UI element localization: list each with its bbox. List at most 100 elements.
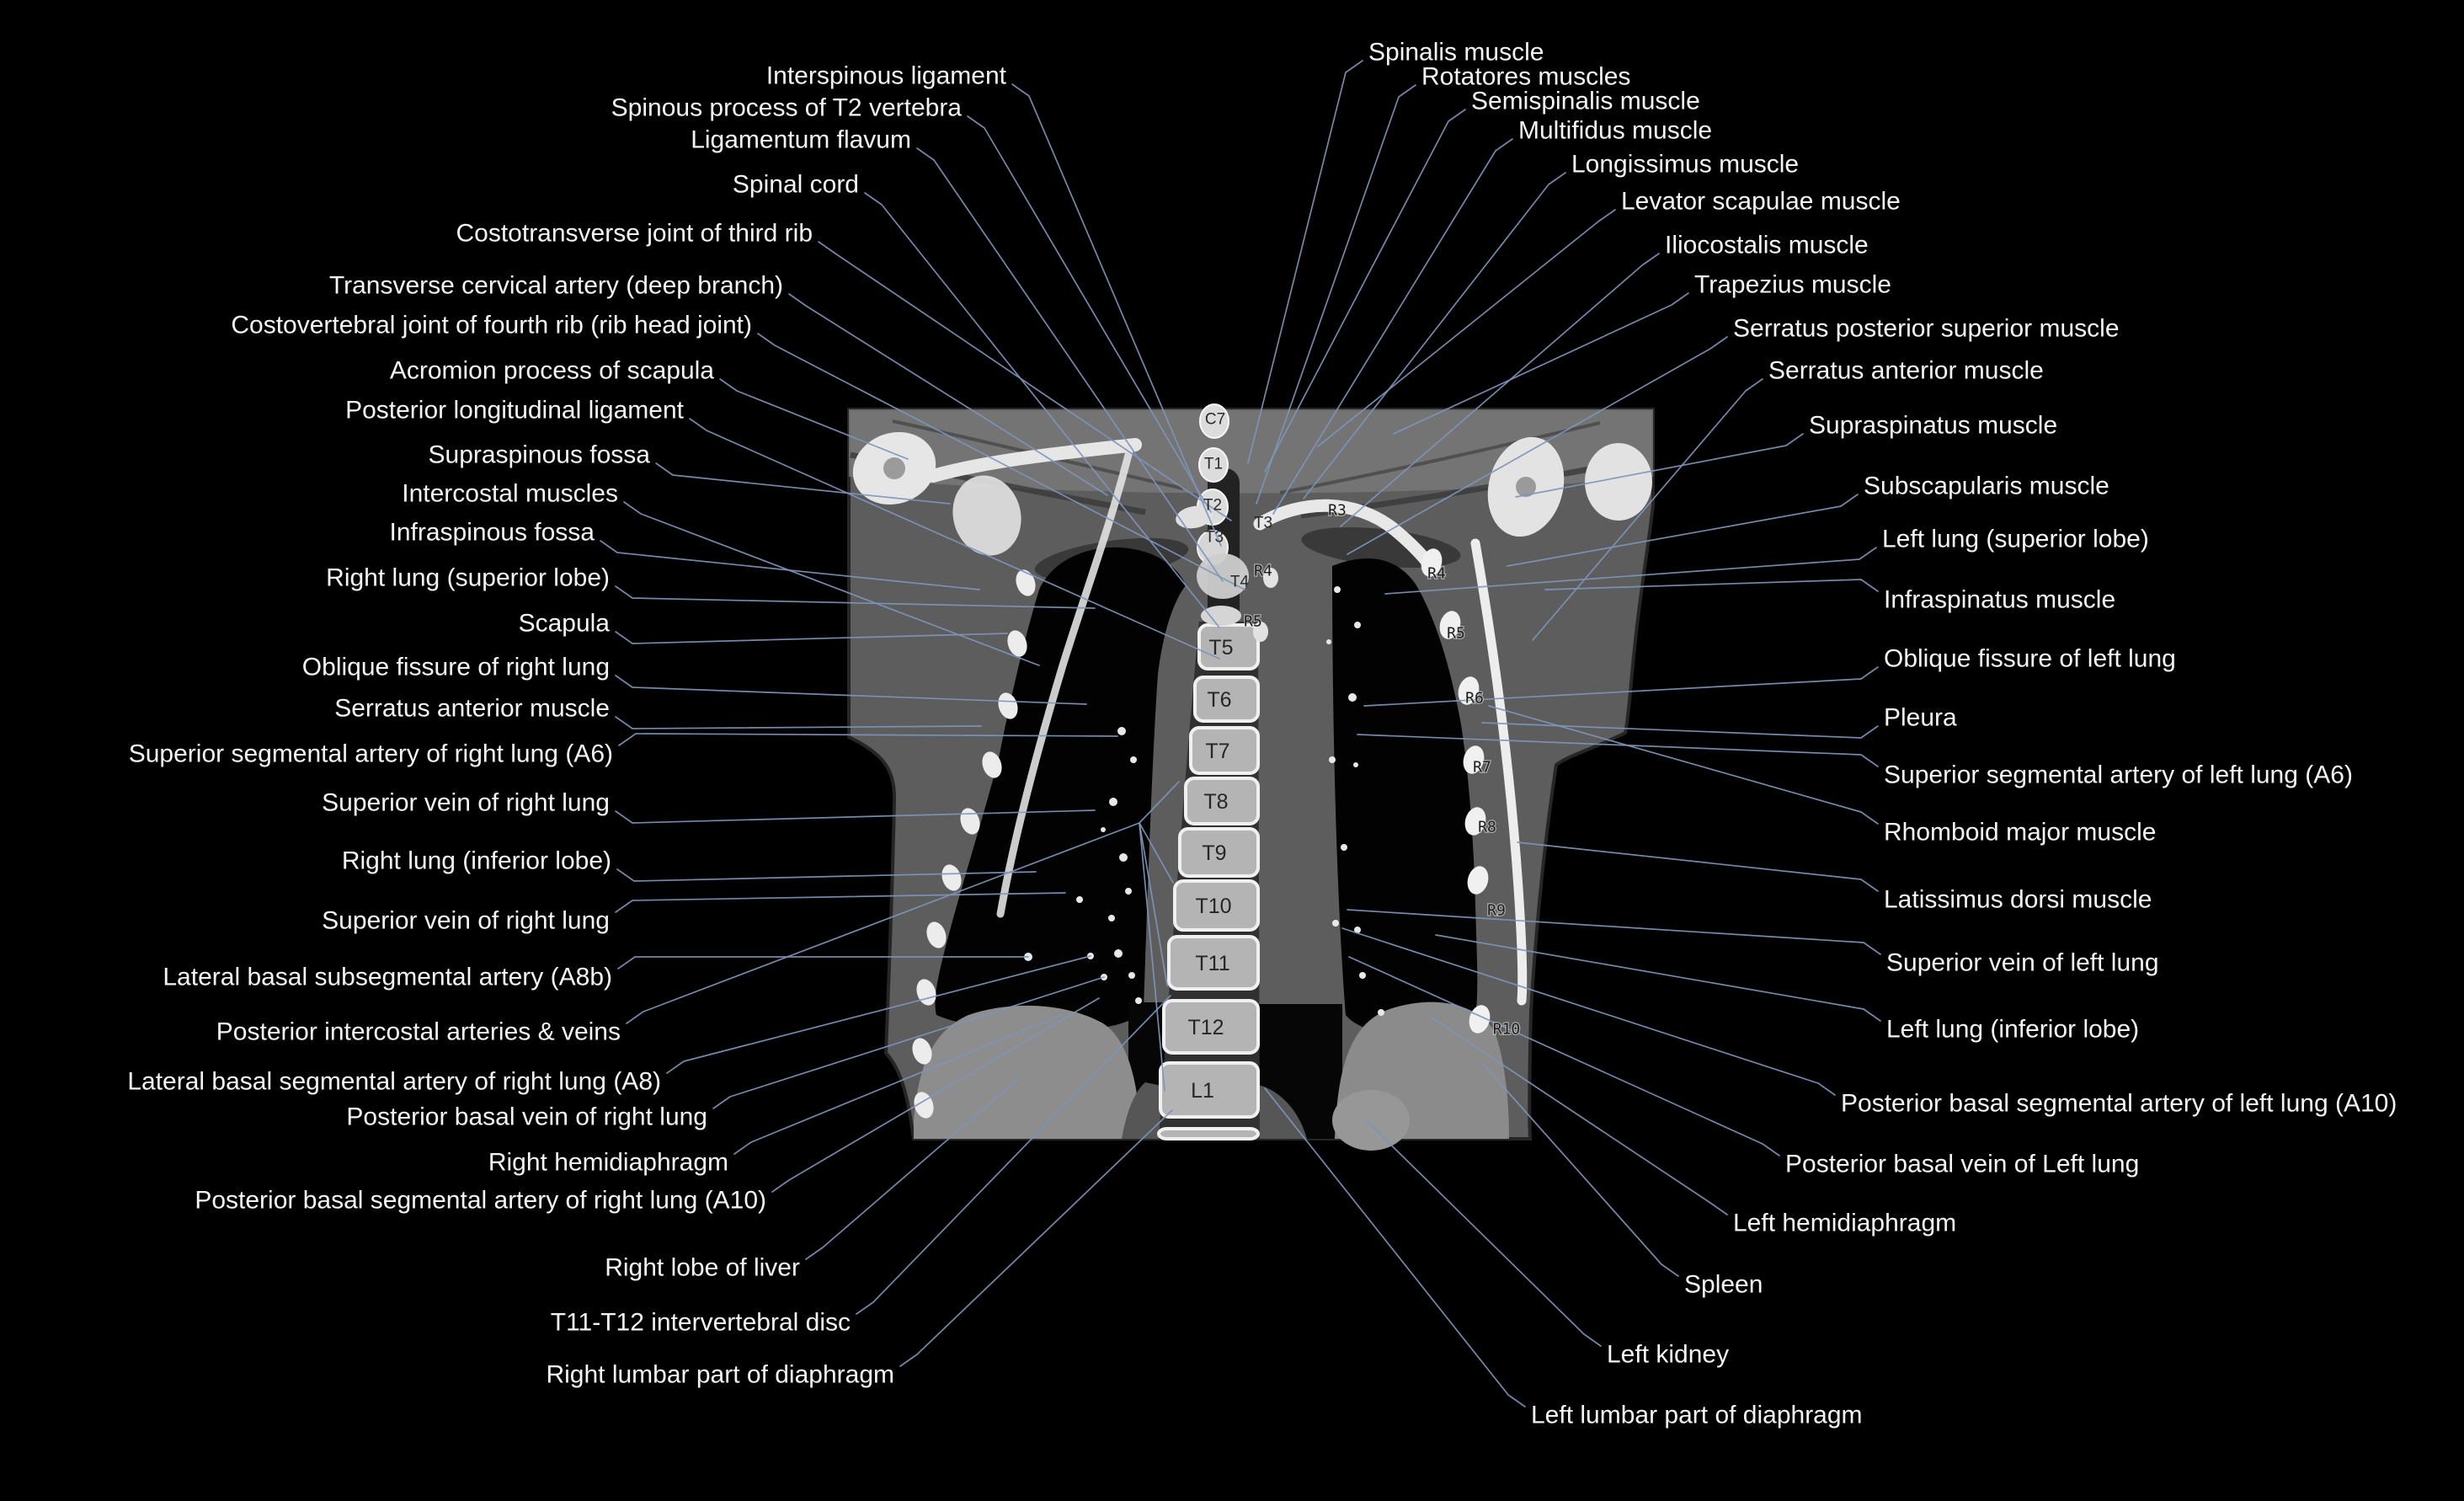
left-kidney-organ [1332, 1090, 1410, 1151]
anatomy-label: Right lung (inferior lobe) [342, 847, 611, 875]
anatomy-label: Right hemidiaphragm [488, 1149, 728, 1177]
liver [914, 1005, 1141, 1139]
anatomy-label: Pleura [1884, 704, 1957, 732]
anatomy-label: Right lumbar part of diaphragm [546, 1361, 894, 1389]
left-humeral-head [1585, 443, 1652, 521]
rib-cross-section [982, 751, 1002, 778]
leader-line [1272, 138, 1513, 515]
leader-line-branch [1139, 822, 1165, 1092]
vertebra-label: T6 [1207, 688, 1231, 712]
anatomy-label: Semispinalis muscle [1471, 88, 1700, 115]
leader-line [1256, 84, 1416, 505]
anatomy-label: Trapezius muscle [1694, 271, 1891, 299]
vessel-dot [1353, 762, 1358, 767]
anatomy-label: Right lobe of liver [605, 1254, 800, 1282]
leader-line [719, 378, 909, 460]
right-clavicle [926, 438, 1142, 483]
rib-cross-section [1439, 611, 1461, 639]
anatomy-label: Serratus anterior muscle [334, 695, 610, 723]
leader-line [733, 1014, 1062, 1155]
rib-label: R9 [1487, 902, 1506, 920]
rib-cross-section [1464, 807, 1486, 836]
anatomy-label: Spinous process of T2 vertebra [611, 94, 963, 122]
leader-line [818, 241, 1232, 521]
rib-cross-section [1458, 676, 1480, 705]
vessel-dot [1109, 798, 1117, 806]
leader-line [623, 501, 1040, 666]
vessel-dot [1334, 586, 1341, 593]
right-scapula-blade [996, 444, 1134, 918]
leader-line [1507, 494, 1859, 567]
leader-line [1393, 292, 1689, 435]
leader-line [1544, 579, 1879, 592]
vessel-dot [1354, 927, 1361, 933]
leader-line-branch [1139, 822, 1174, 884]
anatomy-label: Transverse cervical artery (deep branch) [329, 272, 783, 300]
anatomy-label: Posterior longitudinal ligament [345, 397, 685, 425]
leader-line [1488, 705, 1879, 825]
vessel-dot [1114, 949, 1123, 958]
rib-label: R3 [1328, 502, 1347, 520]
rib-cross-section [916, 979, 936, 1006]
vessel-dot [1329, 756, 1336, 763]
right-humeral-marrow [883, 457, 905, 479]
leader-line [1431, 1017, 1728, 1215]
anatomy-label: Left lumbar part of diaphragm [1531, 1402, 1863, 1429]
leader-line [1264, 1087, 1526, 1408]
ct-scan [847, 403, 1655, 1151]
leader-line [655, 462, 951, 505]
rib-cross-section [1463, 745, 1485, 774]
vertebra-label: T10 [1195, 895, 1231, 918]
leader-line-branch [1139, 781, 1180, 824]
left-scapula-blade [1470, 538, 1528, 1006]
cervical-label: T3 [1254, 515, 1272, 532]
leader-line [1247, 60, 1363, 464]
muscle-streak-right2 [1279, 421, 1601, 494]
vessel-dot [1125, 888, 1132, 895]
vessel-dot [1119, 853, 1128, 862]
vessel-dot [1130, 756, 1137, 763]
anatomy-label: Spinalis muscle [1368, 39, 1544, 67]
leader-line [1347, 336, 1728, 555]
anatomy-label: Intercostal muscles [402, 480, 618, 508]
rib-cross-section [998, 692, 1018, 719]
leader-line [615, 585, 1096, 609]
vertebra-label: T5 [1208, 636, 1233, 660]
diaphragm-crus-left [1122, 1082, 1165, 1139]
leader-line [1264, 109, 1466, 473]
vessel-dot [1378, 1009, 1384, 1016]
anatomy-label: Lateral basal segmental artery of right … [127, 1068, 661, 1096]
anatomy-label: Right lung (superior lobe) [326, 564, 610, 592]
leader-line [1517, 841, 1879, 892]
vertebra-body [1193, 676, 1260, 723]
left-lung-field [1332, 558, 1478, 1037]
anatomy-label: Infraspinous fossa [390, 519, 595, 547]
leader-lines [600, 60, 1881, 1408]
vertebra-body [1167, 935, 1260, 991]
leader-line [771, 997, 1100, 1193]
rib-head [1263, 568, 1278, 588]
leader-line [615, 716, 982, 729]
leader-line [1341, 927, 1836, 1096]
anatomy-label: Superior vein of right lung [322, 789, 610, 817]
anatomy-label: Scapula [519, 610, 611, 638]
anatomy-label: Ligamentum flavum [691, 126, 911, 154]
anatomy-label: Multifidus muscle [1518, 117, 1712, 145]
leader-line [615, 631, 1008, 644]
leader-line [618, 733, 1118, 746]
vertebra-body [1157, 1127, 1260, 1140]
vertebra-body [1184, 777, 1260, 825]
rib-cross-section [926, 921, 947, 948]
anatomy-label: Superior vein of right lung [322, 907, 610, 935]
leader-line [1340, 253, 1660, 527]
rib-cross-section [941, 864, 962, 891]
anatomy-label: Superior segmental artery of right lung … [129, 740, 613, 768]
vessel-dot [1354, 622, 1361, 628]
leader-line [757, 333, 1245, 590]
anatomy-label: Costotransverse joint of third rib [456, 220, 813, 248]
rib-cross-section [1467, 866, 1489, 895]
leader-line [712, 976, 1105, 1109]
rib-cross-section [1007, 630, 1027, 657]
vertebra-body [1178, 827, 1260, 878]
leader-line [1365, 1119, 1602, 1347]
